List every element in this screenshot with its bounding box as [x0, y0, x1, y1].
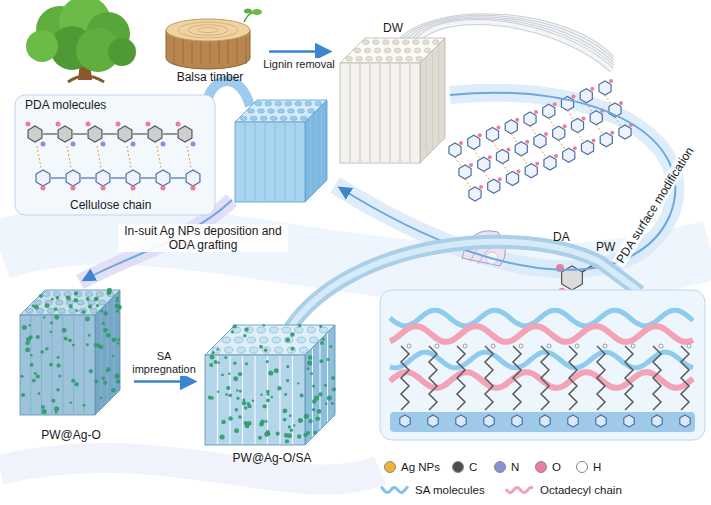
label-holder: PW@Ag-O [12, 425, 130, 443]
legend-swatch [452, 461, 464, 473]
stage-name: DW [383, 21, 403, 35]
legend-text: H [593, 461, 601, 473]
label-holder: DW [333, 18, 453, 36]
pda-wood-block [235, 100, 327, 202]
legend-text: N [511, 461, 519, 473]
pda-inset [15, 81, 250, 215]
label-holder: PW@Ag-O/SA [198, 448, 346, 466]
legend-swatch [384, 461, 396, 473]
octadecyl-inset [290, 242, 705, 440]
legend-item: H [576, 461, 601, 473]
delignified-wood-block [340, 16, 612, 163]
edge-label: Lignin removal [261, 58, 337, 71]
legend-text: Ag NPs [401, 461, 440, 473]
annotation-label: DA [553, 230, 570, 244]
edge-label: SA impregnation [125, 350, 203, 376]
stage-block: DW [333, 16, 453, 168]
legend-text: SA molecules [415, 484, 485, 496]
label-holder: Balsa timber [155, 67, 265, 85]
legend-item: C [452, 461, 477, 473]
phase-change-wood-block [205, 324, 336, 445]
process-arrow [269, 50, 329, 53]
legend-item: Ag NPs [384, 461, 440, 473]
stage-block: PW@Ag-O/SA [198, 318, 346, 468]
legend-sample [505, 484, 535, 496]
stage-name: Balsa timber [177, 70, 244, 84]
process-arrow [134, 380, 194, 383]
silver-wood-block [20, 288, 122, 415]
annotation-label: PW [596, 240, 615, 254]
balsa-stump [166, 9, 262, 70]
legend-text: Octadecyl chain [540, 484, 622, 496]
cellulose-chain [449, 79, 633, 201]
stage-name: PW@Ag-O/SA [233, 451, 312, 465]
annotation-label: Cellulose chain [70, 198, 151, 212]
legend-text: O [552, 461, 561, 473]
annotation-label: PDA molecules [25, 98, 106, 112]
stage-block: PW@Ag-O [12, 285, 130, 445]
legend-item: SA molecules [380, 484, 485, 496]
annotation-label: In-suit Ag NPs deposition and ODA grafti… [118, 224, 288, 252]
tree-illustration [26, 0, 136, 82]
legend-swatch [494, 461, 506, 473]
legend-swatch [535, 461, 547, 473]
legend-text: C [469, 461, 477, 473]
legend-item: O [535, 461, 561, 473]
legend-swatch [576, 461, 588, 473]
stage-block: Balsa timber [155, 15, 265, 87]
legend-sample [380, 484, 410, 496]
legend-item: N [494, 461, 519, 473]
stage-name: PW@Ag-O [41, 428, 101, 442]
legend-item: Octadecyl chain [505, 484, 622, 496]
